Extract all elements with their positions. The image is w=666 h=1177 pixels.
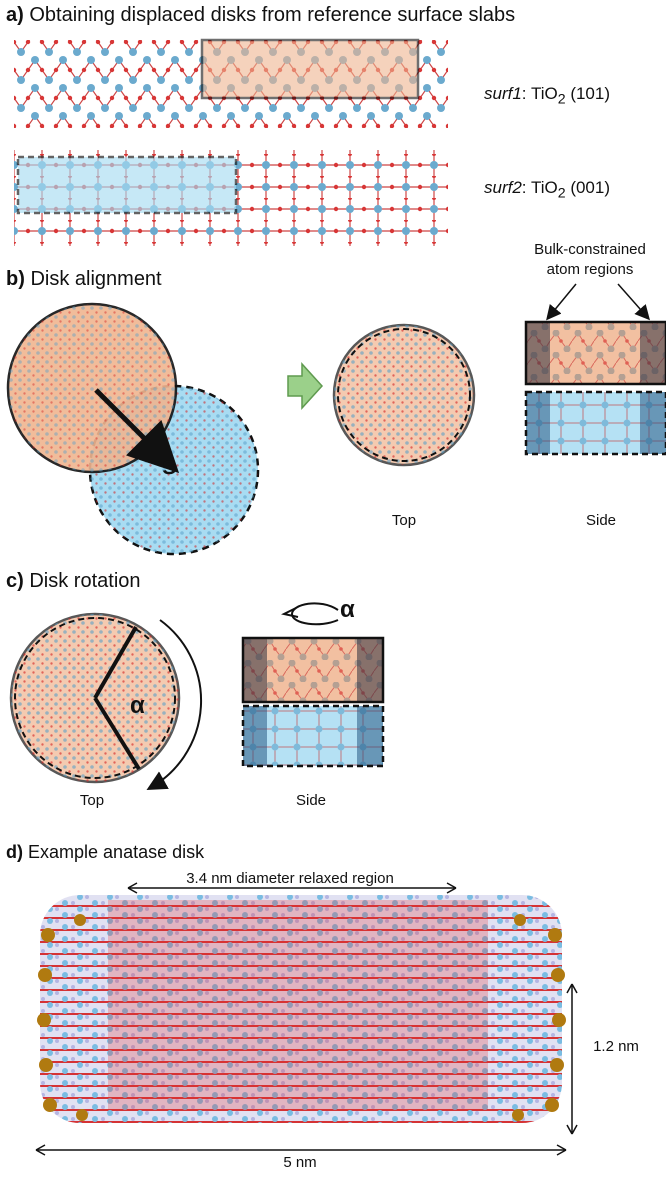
surf2-slab — [14, 150, 448, 246]
surf2-facet: (001) — [570, 178, 610, 197]
aligned-side-views — [524, 283, 666, 456]
surf2-formula: TiO — [530, 178, 558, 197]
panel-d-letter: d) — [6, 842, 23, 862]
surf1-formula-sub: 2 — [557, 91, 566, 108]
panel-c-side-label: Side — [295, 792, 327, 809]
rotation-side-views — [241, 602, 385, 768]
panel-b-side-label: Side — [585, 512, 617, 529]
panel-a-title-text: Obtaining displaced disks from reference… — [29, 4, 516, 26]
panel-c-title-text: Disk rotation — [29, 570, 141, 592]
panel-d-title-text: Example anatase disk — [28, 842, 205, 862]
annotation-line-2: atom regions — [546, 261, 634, 278]
panel-b-title-text: Disk alignment — [30, 268, 162, 290]
surf2-formula-sub: 2 — [557, 185, 566, 202]
height-label: 1.2 nm — [593, 1038, 639, 1055]
dimension-arrows — [35, 882, 578, 1156]
annotation-line-1: Bulk-constrained — [534, 241, 646, 258]
disk-alignment-overlap — [6, 302, 260, 556]
width-label: 5 nm — [283, 1154, 317, 1171]
panel-a-title: a) Obtaining displaced disks from refere… — [6, 4, 515, 27]
panel-c-top-label: Top — [79, 792, 105, 809]
diameter-label: 3.4 nm diameter relaxed region — [140, 870, 440, 887]
bulk-constrained-annotation: Bulk-constrained atom regions — [520, 240, 660, 280]
angle-alpha-label: α — [130, 692, 145, 719]
vector-s-label: s — [162, 450, 177, 480]
surf1-formula: TiO — [530, 84, 558, 103]
panel-b-title: b) Disk alignment — [6, 268, 162, 291]
panel-b-top-label: Top — [391, 512, 417, 529]
surf1-name: surf1 — [484, 84, 522, 103]
right-arrow-icon — [287, 362, 324, 410]
surf1-label: surf1: TiO2 (101) — [484, 84, 610, 108]
surf2-name: surf2 — [484, 178, 522, 197]
rotation-arrow-icon — [290, 602, 339, 626]
panel-b-letter: b) — [6, 268, 25, 290]
panel-d-title: d) Example anatase disk — [6, 842, 204, 863]
rotation-alpha-label: α — [340, 596, 355, 623]
panel-c-title: c) Disk rotation — [6, 570, 141, 593]
surf1-facet: (101) — [570, 84, 610, 103]
aligned-disk-top — [332, 323, 476, 467]
surf2-label: surf2: TiO2 (001) — [484, 178, 610, 202]
anatase-disk — [37, 895, 566, 1123]
panel-a-letter: a) — [6, 4, 24, 26]
panel-c-letter: c) — [6, 570, 24, 592]
surf1-slab — [14, 38, 448, 128]
rotation-disk-top — [9, 612, 203, 790]
